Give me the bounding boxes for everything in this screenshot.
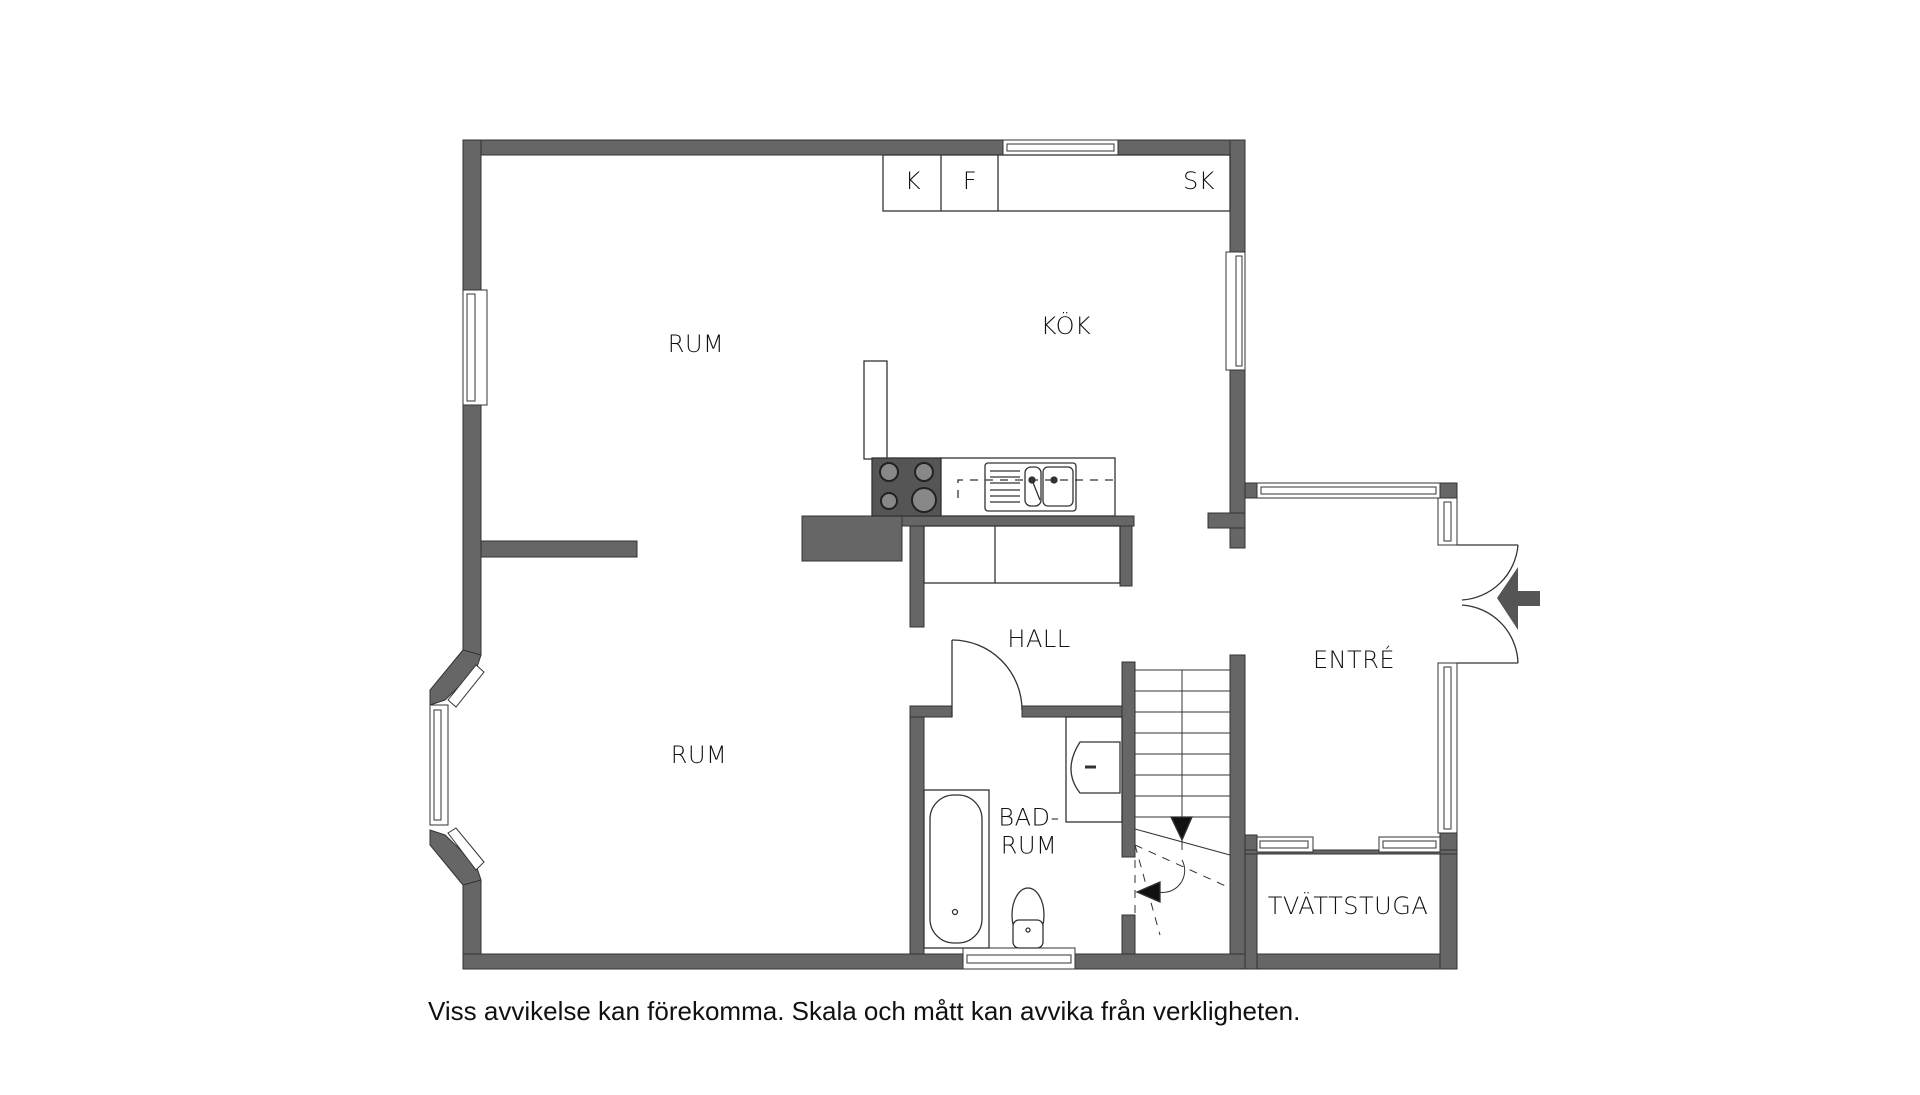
room-label-kok: KÖK <box>1040 312 1092 341</box>
walls <box>429 139 1458 970</box>
fixtures <box>863 154 1519 949</box>
windows <box>429 139 1458 970</box>
room-label-tvattstuga: TVÄTTSTUGA <box>1267 892 1429 921</box>
room-label-rum-lower: RUM <box>670 741 728 770</box>
appliance-label-k: K <box>904 167 922 196</box>
badrum-text: BAD- RUM <box>998 803 1060 859</box>
appliance-label-sk: SK <box>1183 167 1215 196</box>
room-label-rum-upper: RUM <box>667 330 725 359</box>
room-label-badrum: BAD- RUM <box>998 804 1059 859</box>
appliance-label-f: F <box>962 167 978 196</box>
room-label-entre: ENTRÉ <box>1312 646 1396 675</box>
disclaimer-caption: Viss avvikelse kan förekomma. Skala och … <box>428 996 1301 1026</box>
room-label-hall: HALL <box>1007 625 1071 654</box>
entrance-arrow-icon <box>1497 567 1540 630</box>
